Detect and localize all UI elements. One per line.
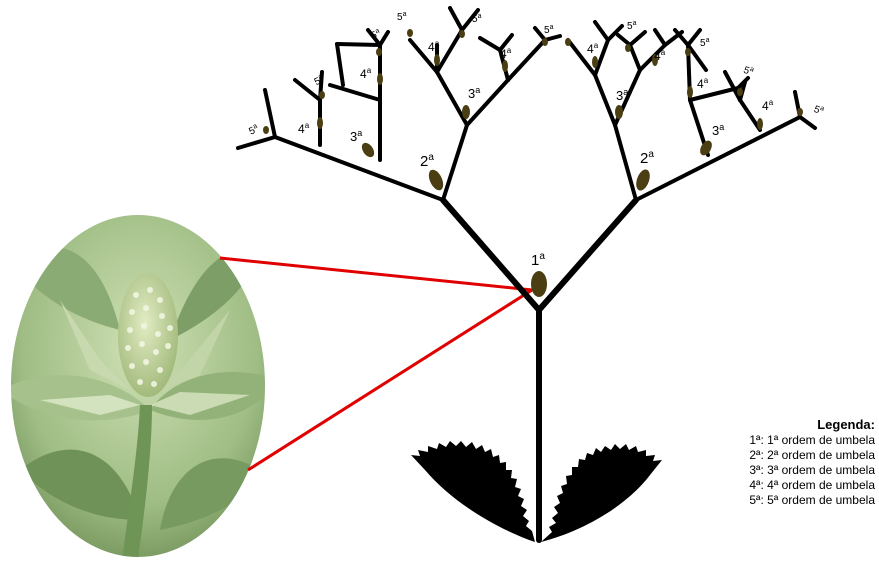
legend-title: Legenda: xyxy=(749,417,875,432)
legend-key: 2ª xyxy=(749,448,760,462)
umbel-node-3 xyxy=(359,141,376,160)
order-label-4: 4a xyxy=(298,121,310,136)
order-label-5: 5a xyxy=(397,11,407,23)
ray-1-left xyxy=(443,200,539,310)
leaf-left xyxy=(411,441,535,542)
legend-key: 1ª xyxy=(749,433,760,447)
umbel-node-5 xyxy=(625,44,631,52)
umbel-node-4 xyxy=(757,118,763,130)
umbel-node-5 xyxy=(319,91,325,99)
ray-1-right xyxy=(539,200,636,310)
umbel-node-4 xyxy=(687,86,693,98)
order-label-5: 5a xyxy=(369,27,382,42)
order-label-2-right: 2a xyxy=(640,149,654,167)
order-label-5: 5a xyxy=(812,103,825,118)
order-label-5: 5a xyxy=(247,123,261,138)
umbel-node-5 xyxy=(797,108,803,116)
legend-text: : 4ª ordem de umbela xyxy=(760,478,875,492)
order-label-4: 4a xyxy=(587,41,599,56)
umbel-node-2-right xyxy=(634,168,653,193)
umbel-node-5 xyxy=(459,30,465,38)
connector-line-top xyxy=(220,258,532,290)
legend-text: : 5ª ordem de umbela xyxy=(760,493,875,507)
umbel-node-5 xyxy=(737,88,743,96)
umbel-node-4 xyxy=(434,54,440,66)
legend-key: 4ª xyxy=(749,478,760,492)
order-label-5: 5a xyxy=(700,37,710,49)
umbel-node-5 xyxy=(685,48,691,56)
order-label-3: 3a xyxy=(350,128,362,144)
legend-item-1: 1ª: 1ª ordem de umbela xyxy=(749,433,875,448)
connector-lines xyxy=(220,258,532,470)
order-label-4: 4a xyxy=(654,48,666,63)
order-label-5: 5a xyxy=(544,24,554,36)
umbel-node-5 xyxy=(407,29,413,37)
order-label-4: 4a xyxy=(697,76,709,91)
umbel-node-1 xyxy=(531,271,547,297)
legend: Legenda: 1ª: 1ª ordem de umbela 2ª: 2ª o… xyxy=(749,417,875,508)
order-label-2-left: 2a xyxy=(420,152,434,170)
order-label-4: 4a xyxy=(360,66,372,81)
umbel-node-4 xyxy=(592,56,598,68)
legend-text: : 2ª ordem de umbela xyxy=(760,448,875,462)
umbel-node-4 xyxy=(377,73,383,85)
legend-item-3: 3ª: 3ª ordem de umbela xyxy=(749,463,875,478)
umbel-node-4 xyxy=(502,60,508,72)
order-label-4: 4a xyxy=(762,98,774,113)
order-label-5: 5a xyxy=(472,13,482,25)
legend-item-2: 2ª: 2ª ordem de umbela xyxy=(749,448,875,463)
legend-item-5: 5ª: 5ª ordem de umbela xyxy=(749,493,875,508)
umbel-node-5 xyxy=(263,126,269,134)
umbel-node-5 xyxy=(542,38,548,46)
connector-line-bottom xyxy=(248,290,532,470)
umbel-node-2-left xyxy=(426,167,446,192)
legend-text: : 1ª ordem de umbela xyxy=(760,433,875,447)
order-label-1: 1a xyxy=(531,251,545,269)
umbel-node-5 xyxy=(376,48,382,56)
order-label-5: 5a xyxy=(627,20,637,32)
legend-item-4: 4ª: 4ª ordem de umbela xyxy=(749,478,875,493)
umbel-node-3 xyxy=(462,105,470,119)
order-label-4: 4a xyxy=(500,46,512,61)
leaf-right xyxy=(541,444,662,542)
inflorescence-branches-fine xyxy=(238,8,815,200)
umbel-node-3 xyxy=(698,139,715,158)
order-label-3: 3a xyxy=(712,122,724,138)
legend-key: 3ª xyxy=(749,463,760,477)
legend-key: 5ª xyxy=(749,493,760,507)
plant-photo xyxy=(0,200,280,563)
umbel-node-5 xyxy=(565,38,571,46)
order-label-3: 3a xyxy=(468,85,480,101)
umbel-node-4 xyxy=(317,117,323,129)
order-label-5: 5a xyxy=(312,73,326,88)
legend-text: : 3ª ordem de umbela xyxy=(760,463,875,477)
umbel-node-3 xyxy=(615,105,623,119)
